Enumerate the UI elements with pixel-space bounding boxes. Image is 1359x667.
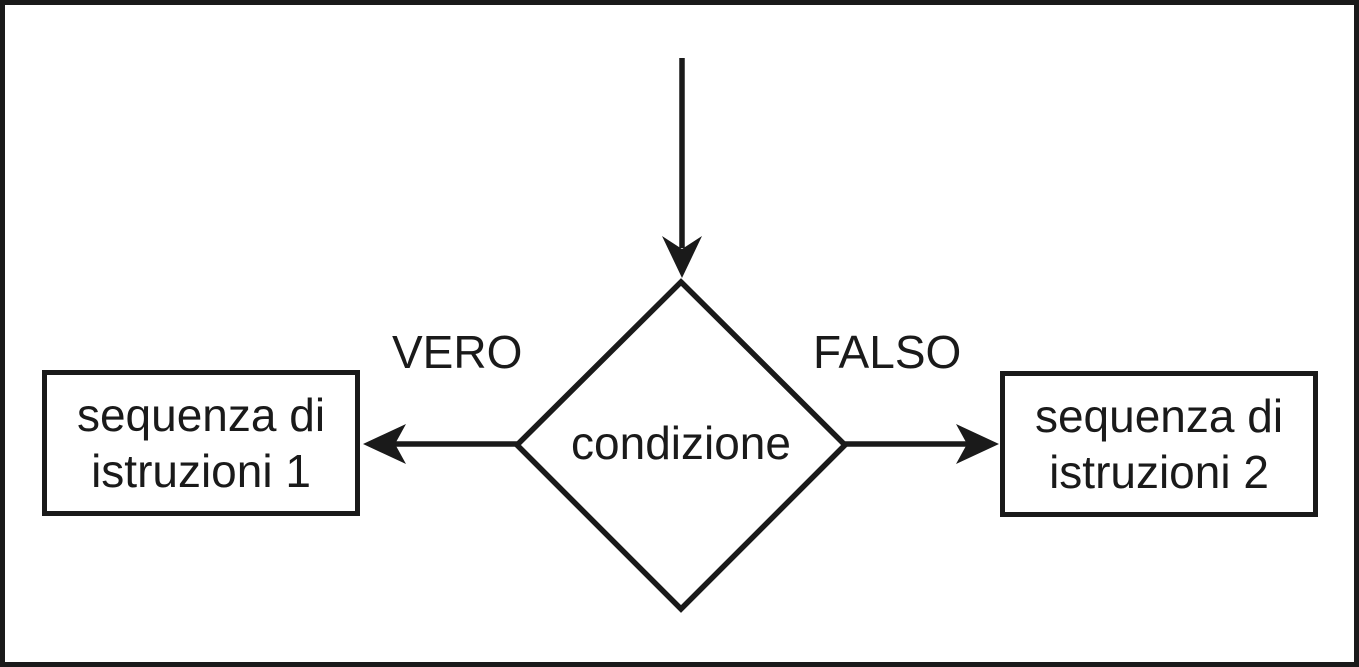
decision-label: condizione [571, 417, 791, 469]
false-branch-label: FALSO [813, 326, 962, 378]
false-sequence-box: sequenza di istruzioni 2 [1000, 371, 1318, 517]
true-sequence-box: sequenza di istruzioni 1 [42, 370, 360, 516]
false-branch-arrowhead-icon [956, 424, 999, 464]
entry-arrowhead-icon [662, 236, 702, 278]
decision-diamond [513, 278, 849, 613]
true-sequence-box-line1: sequenza di [76, 389, 326, 441]
false-sequence-box-line2: istruzioni 2 [1049, 446, 1269, 498]
true-branch-arrowhead-icon [363, 424, 406, 464]
false-sequence-box-line1: sequenza di [1034, 390, 1284, 442]
true-sequence-box-line2: istruzioni 1 [91, 445, 311, 497]
true-branch-label: VERO [392, 326, 523, 378]
